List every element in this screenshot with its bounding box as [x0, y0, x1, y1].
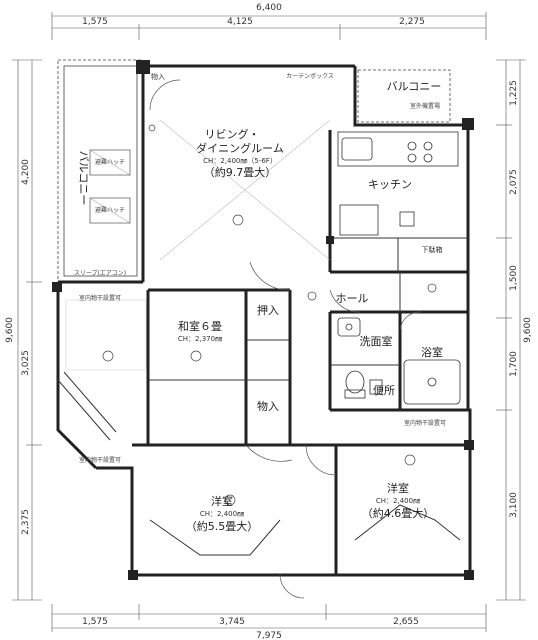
kitchen-fixtures: [337, 131, 459, 236]
yoshitsu2-label: 洋室: [387, 481, 409, 495]
curtain-rail-label: カーテンボックス: [286, 72, 334, 80]
bath-fixtures: [337, 317, 461, 405]
balcony-left-label: バルコニー: [77, 151, 90, 206]
balcony-top-label: バルコニー: [387, 80, 442, 93]
dim-bottom-seg-3: 2,655: [393, 617, 419, 627]
dim-left-total: 9,600: [5, 317, 15, 343]
dim-top-total: 6,400: [256, 3, 282, 13]
dim-top-seg-3: 2,275: [399, 17, 425, 27]
sleeve-label: スリーブ(エアコン): [74, 269, 126, 277]
dim-bottom-seg-1: 1,575: [82, 617, 108, 627]
living-label-1: リビング・: [205, 127, 260, 141]
living-ch: CH：2,400㎜（5-6F）: [203, 157, 277, 165]
dim-left-seg-2: 3,025: [21, 350, 31, 376]
dim-right-seg-3: 1,500: [509, 265, 519, 291]
fixture-symbols: [102, 124, 437, 506]
columns: [52, 60, 474, 580]
dim-right-seg-1: 1,225: [509, 80, 519, 106]
yokushitsu-label: 浴室: [421, 345, 443, 359]
shitsunai-label-3: 室内物干設置可: [404, 419, 446, 427]
dim-bottom-total: 7,975: [256, 631, 282, 640]
benjo-label: 便所: [373, 384, 395, 397]
hall-label: ホール: [336, 292, 369, 305]
shitsugai-label: 室外機置場: [410, 102, 440, 110]
partitions: [65, 119, 468, 381]
walls: [56, 64, 472, 577]
oshiire-label: 押入: [257, 303, 279, 317]
dim-right-seg-4: 1,700: [509, 351, 519, 377]
yoshitsu2-size: （約4.6畳大）: [362, 506, 435, 520]
dim-right-total: 9,600: [523, 317, 533, 343]
senmen-label: 洗面室: [360, 334, 393, 348]
washitsu-ch: CH：2,370㎜: [178, 335, 222, 343]
dim-top-seg-1: 1,575: [82, 17, 108, 27]
yoshitsu2-ch: CH：2,400㎜: [376, 497, 420, 505]
living-size: （約9.7畳大）: [204, 165, 277, 179]
washitsu-label: 和室６畳: [178, 319, 222, 333]
monoire-top-label: 物入: [151, 72, 165, 81]
living-label-2: ダイニングルーム: [196, 141, 284, 155]
shitsunai-label-2: 室内物干設置可: [79, 456, 121, 464]
dim-right-seg-2: 2,075: [509, 169, 519, 195]
dim-bottom-seg-2: 3,745: [219, 617, 245, 627]
getabako-label: 下駄箱: [422, 245, 443, 254]
shitsunai-label-1: 室内物干設置可: [79, 294, 121, 302]
monoire-lower-label: 物入: [257, 399, 279, 413]
yoshitsu1-size: （約5.5畳大）: [186, 519, 259, 533]
kitchen-label: キッチン: [368, 178, 412, 191]
yoshitsu1-ch: CH：2,400㎜: [200, 510, 244, 518]
dim-left-seg-1: 4,200: [21, 159, 31, 185]
door-swings: [149, 79, 421, 599]
dim-right-seg-5: 3,100: [509, 492, 519, 518]
hinan-hatch-2: 避難ハッチ: [95, 206, 125, 214]
yoshitsu1-label: 洋室: [211, 494, 233, 508]
dim-top-seg-2: 4,125: [227, 17, 253, 27]
hinan-hatch-1: 避難ハッチ: [95, 158, 125, 166]
bay-windows: [57, 371, 461, 556]
dim-left-seg-3: 2,375: [21, 509, 31, 535]
dimension-lines: [12, 12, 526, 632]
